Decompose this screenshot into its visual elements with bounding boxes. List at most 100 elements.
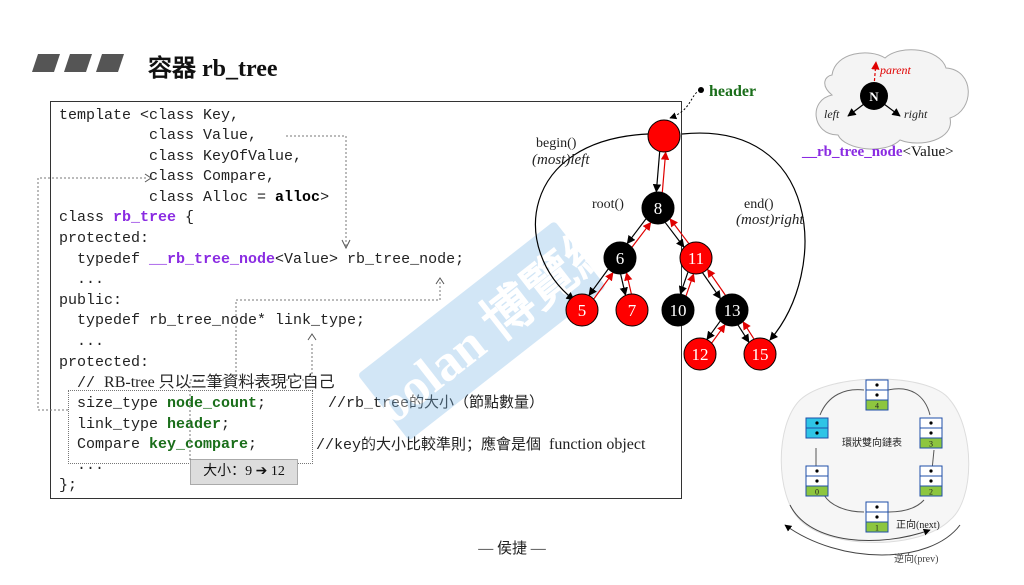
header-pointer bbox=[669, 89, 701, 120]
footer-author: — 侯捷 — bbox=[478, 541, 546, 557]
tree-node-5: 5 bbox=[565, 293, 599, 327]
list-node-value bbox=[919, 437, 943, 449]
tree-node-15: 15 bbox=[743, 337, 777, 371]
tree-node-key: 13 bbox=[724, 301, 741, 320]
code-line-4: class Compare, bbox=[59, 168, 276, 185]
tree-node-key: 7 bbox=[628, 301, 637, 320]
list-link-head-4 bbox=[819, 389, 865, 416]
tree-node-circle bbox=[615, 293, 649, 327]
tree-node-8: 8 bbox=[641, 191, 675, 225]
list-center-label: 環狀雙向鏈表 bbox=[842, 436, 902, 449]
tree-node-key: 12 bbox=[692, 345, 709, 364]
parent-link-15-13 bbox=[742, 321, 755, 340]
end-label: end() bbox=[744, 197, 774, 212]
child-link-6-5 bbox=[588, 268, 609, 296]
list-prev-label: 逆向(prev) bbox=[894, 552, 938, 565]
tree-node-13: 13 bbox=[715, 293, 749, 327]
tree-node-circle bbox=[603, 241, 637, 275]
tree-node-12: 12 bbox=[683, 337, 717, 371]
tree-node-circle bbox=[641, 191, 675, 225]
parent-link-12-13 bbox=[711, 324, 726, 344]
legend-caption-keyword: __rb_tree_node bbox=[801, 144, 903, 160]
list-node-number: 0 bbox=[815, 488, 819, 497]
legend-parent-link bbox=[871, 61, 880, 87]
leftmost-link bbox=[534, 133, 649, 301]
tree-node-key: 6 bbox=[616, 249, 625, 268]
list-node-value bbox=[805, 485, 829, 497]
code-line-19: }; bbox=[59, 477, 78, 494]
parent-link-8-header bbox=[660, 151, 670, 193]
tree-node-7: 7 bbox=[615, 293, 649, 327]
parent-link-10-11 bbox=[685, 273, 696, 297]
child-link-6-7 bbox=[619, 274, 628, 296]
child-link-13-15 bbox=[737, 324, 750, 343]
node-type-keyword: __rb_tree_node bbox=[149, 251, 276, 268]
tree-node-circle bbox=[679, 241, 713, 275]
root-label: root() bbox=[592, 197, 624, 212]
header-label: header bbox=[709, 83, 756, 100]
list-node-number: 1 bbox=[875, 524, 879, 533]
list-node-3: 3 bbox=[919, 417, 943, 449]
tree-node-key: 10 bbox=[670, 301, 687, 320]
title-decoration bbox=[32, 54, 124, 72]
header-node bbox=[647, 119, 681, 153]
tree-node-10: 10 bbox=[661, 293, 695, 327]
code-line-3: class KeyOfValue, bbox=[59, 148, 303, 165]
parent-link-7-6 bbox=[624, 272, 633, 294]
most-left-label: (most)left bbox=[532, 152, 590, 168]
tree-node-key: 8 bbox=[654, 199, 663, 218]
child-link-8-11 bbox=[664, 222, 685, 248]
parent-link-6-8 bbox=[631, 221, 652, 248]
list-link-1-0 bbox=[823, 494, 865, 513]
tree-node-circle bbox=[683, 337, 717, 371]
header-dot bbox=[698, 87, 704, 93]
tree-node-circle bbox=[743, 337, 777, 371]
function-object-text: function object bbox=[549, 436, 646, 453]
tree-node-6: 6 bbox=[603, 241, 637, 275]
tree-node-circle bbox=[661, 293, 695, 327]
legend-caption: __rb_tree_node<Value> bbox=[801, 144, 954, 160]
list-node-number: 4 bbox=[875, 402, 879, 411]
list-node-number: 3 bbox=[929, 440, 933, 449]
list-node-value bbox=[865, 521, 889, 533]
list-node-4: 4 bbox=[865, 379, 889, 411]
next-arc bbox=[789, 504, 931, 542]
list-node-value bbox=[919, 485, 943, 497]
most-right-label: (most)right bbox=[736, 212, 804, 228]
list-node-2: 2 bbox=[919, 465, 943, 497]
legend-right-link bbox=[883, 103, 901, 117]
parent-link-13-11 bbox=[707, 268, 726, 296]
code-line-18: ... bbox=[59, 457, 105, 474]
tree-node-key: 5 bbox=[578, 301, 587, 320]
list-next-label: 正向(next) bbox=[896, 518, 940, 531]
prev-arc bbox=[784, 524, 961, 556]
comment-size: //rb_tree的大小（節點數量） bbox=[328, 395, 545, 412]
child-link-11-10 bbox=[678, 271, 689, 295]
child-link-11-13 bbox=[702, 272, 721, 300]
legend-parent: parent bbox=[879, 63, 912, 77]
legend-left: left bbox=[824, 107, 840, 121]
child-link-header-8 bbox=[652, 151, 662, 193]
list-node-1: 1 bbox=[865, 501, 889, 533]
legend-right: right bbox=[904, 107, 928, 121]
size-note: 大小：9 ➔ 12 bbox=[190, 459, 298, 485]
tree-node-11: 11 bbox=[679, 241, 713, 275]
page-title: 容器 rb_tree bbox=[148, 56, 278, 82]
legend-node-letter: N bbox=[869, 89, 879, 104]
begin-label: begin() bbox=[536, 136, 577, 151]
code-line-1: template <class Key, bbox=[59, 107, 240, 124]
legend-cloud bbox=[815, 49, 969, 150]
list-node-value bbox=[865, 399, 889, 411]
list-link-2-1 bbox=[887, 499, 925, 513]
list-node-number: 2 bbox=[929, 488, 933, 497]
tree-node-circle bbox=[715, 293, 749, 327]
list-link-4-3 bbox=[887, 388, 931, 416]
legend-caption-rest: <Value> bbox=[903, 144, 954, 160]
parent-link-5-6 bbox=[593, 272, 614, 300]
parent-link-11-8 bbox=[669, 218, 690, 244]
tree-node-circle bbox=[565, 293, 599, 327]
